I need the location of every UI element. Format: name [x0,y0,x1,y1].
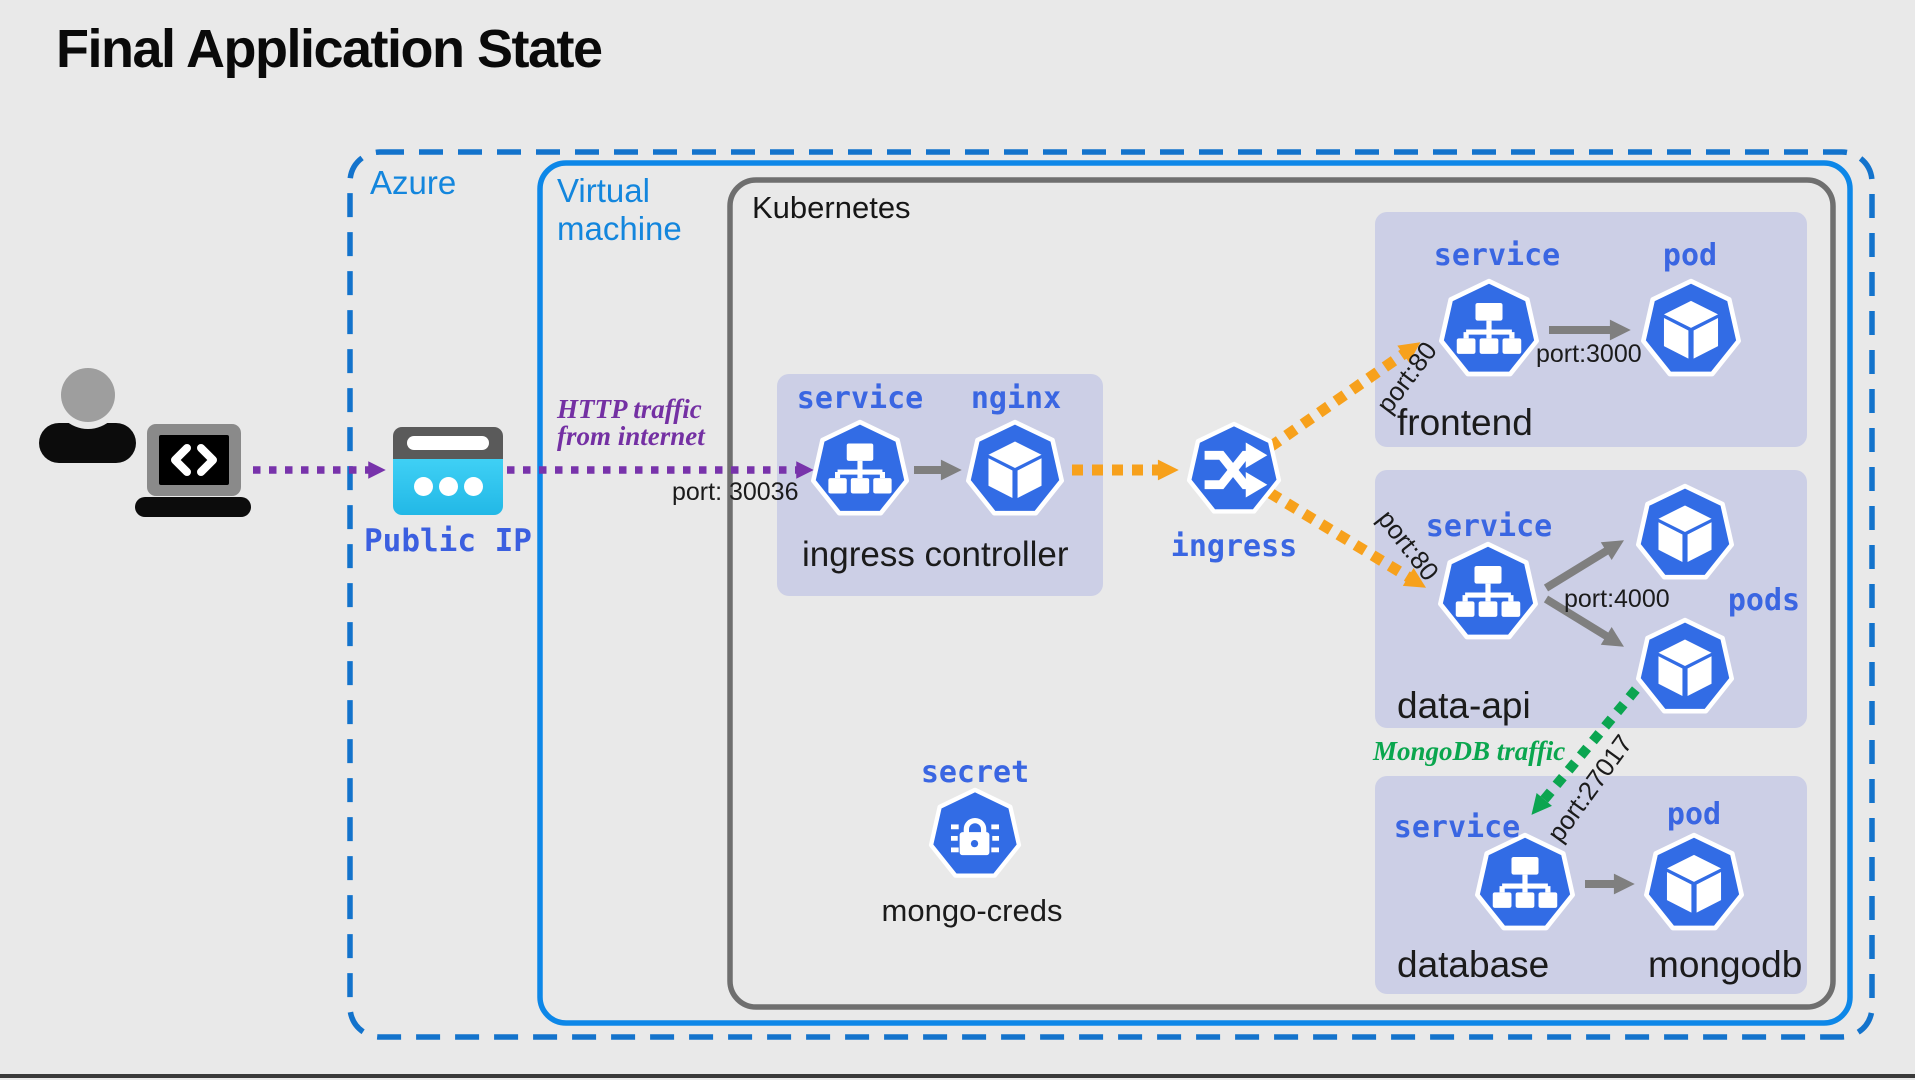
azure-label: Azure [370,164,457,201]
virtual-machine-label: Virtual machine [557,172,682,247]
bottom-border [0,1074,1915,1078]
dataapi-caption: data-api [1397,685,1531,726]
service-icon [1436,541,1540,645]
service-icon [809,419,911,521]
service-icon [1437,278,1541,382]
pod-icon [1639,278,1743,382]
port-4000-label: port:4000 [1564,585,1670,613]
kubernetes-label: Kubernetes [752,190,911,225]
address-bar [407,436,489,450]
dot-icon [414,477,433,496]
ingress-label: ingress [1170,529,1298,564]
secret-icon [927,787,1023,883]
laptop-base [135,497,251,517]
frontend-service-label: service [1433,238,1561,273]
laptop-screen [159,435,229,485]
nginx-pod-icon [964,419,1066,521]
user-body-icon [39,423,136,463]
public-ip-icon-body [393,459,503,515]
database-caption: database [1397,944,1550,985]
public-ip-icon [393,427,503,459]
pod-icon [1634,617,1736,719]
pod-icon [1642,832,1746,936]
ingress-icon [1185,421,1283,519]
http-traffic-note: HTTP traffic from internet [557,394,705,451]
ingress-controller-service-label: service [796,381,924,416]
secret-label: secret [920,755,1030,790]
database-service-label: service [1393,810,1521,845]
ingress-controller-nginx-label: nginx [970,381,1062,416]
dataapi-pods-label: pods [1727,583,1801,618]
port-30036-label: port: 30036 [672,478,799,506]
public-ip-label: Public IP [364,523,532,559]
frontend-caption: frontend [1397,402,1533,443]
code-icon [171,444,217,476]
secret-caption: mongo-creds [881,893,1063,928]
pod-icon [1634,483,1736,585]
dot-icon [464,477,483,496]
laptop-icon [147,424,241,496]
database-pod-label: pod [1666,797,1722,832]
mongodb-caption: mongodb [1648,944,1803,985]
frontend-pod-label: pod [1662,238,1718,273]
dataapi-service-label: service [1425,509,1553,544]
port-3000-label: port:3000 [1536,340,1642,368]
ingress-controller-caption: ingress controller [802,535,1069,574]
dot-icon [439,477,458,496]
page-title: Final Application State [56,19,603,79]
user-icon [61,368,115,422]
